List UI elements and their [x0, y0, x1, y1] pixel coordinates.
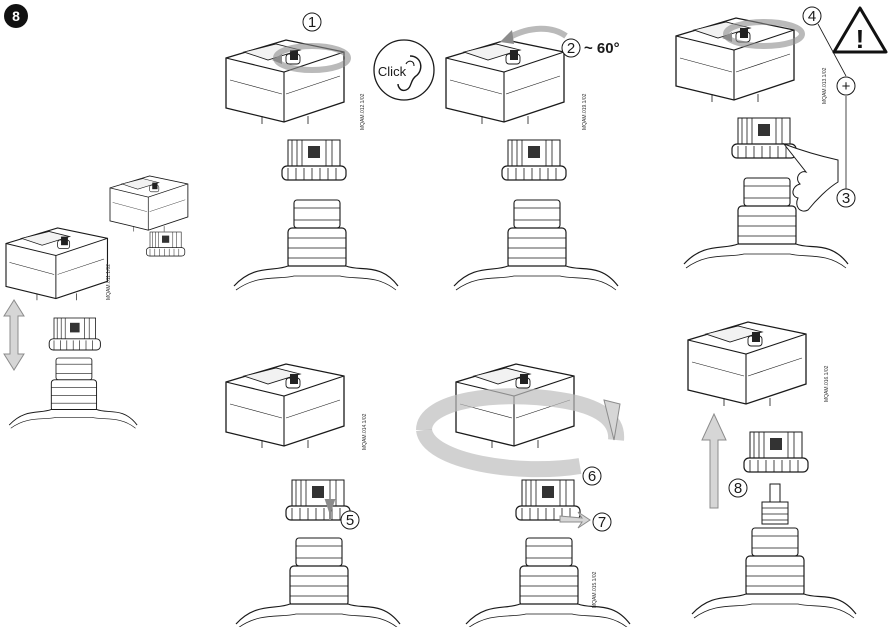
code-label: MQAM.019.1/02: [582, 93, 588, 130]
callout-5: 5: [340, 510, 360, 530]
up-arrow-icon: [324, 499, 336, 520]
callout-6: 6: [582, 466, 602, 486]
rotate-arrow-icon: [416, 388, 625, 478]
panel-adapter-push: 5 MQAM.014.1/02: [225, 363, 401, 627]
hand-icon: [782, 142, 839, 212]
svg-text:4: 4: [808, 8, 816, 25]
panel-lift-actuator: 8 MQAM.016.1/02: [687, 321, 857, 619]
right-arrow-icon: [559, 511, 591, 529]
code-label: MQAM.013.1/02: [822, 67, 828, 104]
code-label: MQAM.015.1/02: [592, 571, 598, 608]
svg-text:7: 7: [598, 514, 606, 531]
callout-3: 3: [836, 188, 856, 208]
panel-rotate-actuator: 6 7 MQAM.015.1/02: [416, 363, 631, 627]
callout-8: 8: [728, 478, 748, 498]
click-label: Click: [378, 64, 407, 79]
warning-icon: !: [832, 6, 888, 54]
panel-actuator-with-adapter: [109, 175, 189, 257]
svg-text:6: 6: [588, 468, 596, 485]
svg-text:8: 8: [734, 480, 742, 497]
callout-2: 2: [561, 38, 581, 58]
code-label: MQAM.016.1/02: [824, 365, 830, 402]
rotate-arrow-icon: [722, 19, 805, 49]
svg-text:+: +: [842, 78, 851, 95]
plus-icon: +: [836, 76, 856, 96]
svg-text:3: 3: [842, 190, 850, 207]
code-label: MQAM.011.1/02: [106, 264, 112, 300]
valve-stem: [761, 483, 789, 525]
svg-text:!: !: [856, 24, 865, 54]
callout-7: 7: [592, 512, 612, 532]
click-sound-indicator: Click: [373, 39, 435, 101]
panel-rotate-knob: 1 MQAM.012.1/02: [225, 12, 399, 291]
rotation-angle: ~ 60°: [584, 40, 620, 57]
panel-press-rotate: 4 + 3 ! MQAM.013.1/02: [675, 6, 888, 269]
code-label: MQAM.014.1/02: [362, 413, 368, 450]
up-down-arrow-icon: [3, 299, 25, 371]
svg-text:1: 1: [308, 14, 316, 31]
callout-1: 1: [302, 12, 322, 32]
callout-4: 4: [802, 6, 822, 26]
step-number: 8: [12, 8, 20, 24]
svg-text:2: 2: [567, 40, 575, 57]
panel-rotate-60: 2 ~ 60° MQAM.019.1/02: [445, 25, 620, 291]
code-label: MQAM.012.1/02: [360, 93, 366, 130]
rotate-arrow-icon: [272, 43, 351, 73]
panel-remove-actuator: MQAM.011.1/02: [3, 227, 138, 429]
step-badge: 8: [4, 4, 28, 28]
rotate-arrow-icon: [500, 25, 568, 44]
svg-text:5: 5: [346, 512, 354, 529]
up-arrow-icon: [701, 412, 727, 509]
